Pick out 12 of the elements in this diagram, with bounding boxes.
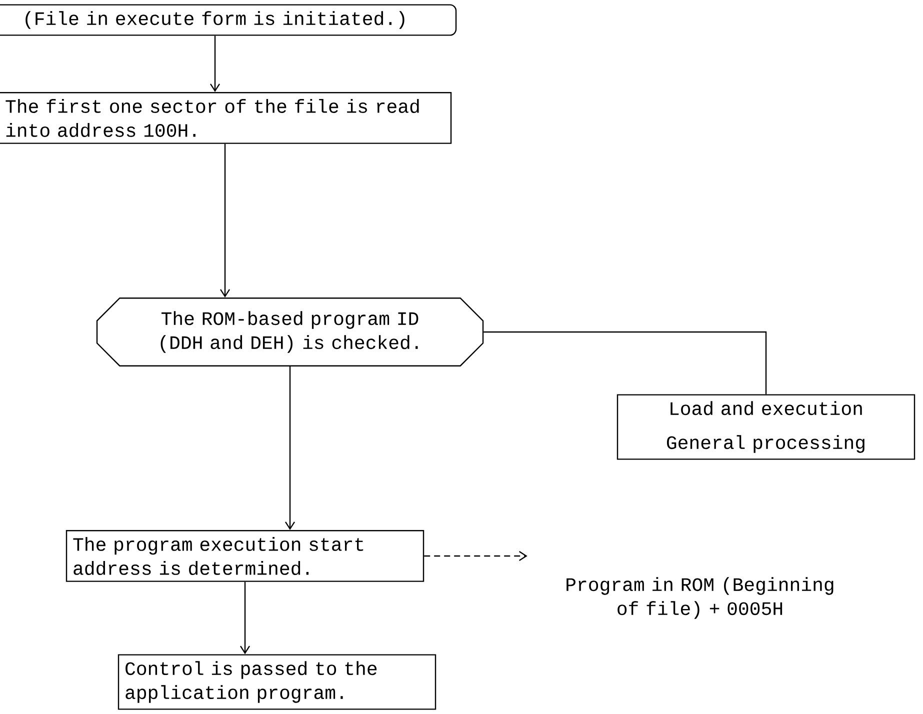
arrow	[220, 144, 230, 298]
process-box: Load and execution General processing	[616, 394, 916, 460]
arrow	[424, 550, 528, 561]
note-text: Program in ROM (Beginning of file) + 0005H	[566, 577, 834, 619]
process-box: Control is passed to the application program.	[118, 654, 436, 710]
process-box: The first one sector of the file is read into address 100H.	[0, 92, 452, 144]
arrow	[210, 36, 220, 92]
decision-hexagon: The ROM-based program ID (DDH and DEH) is checked.	[96, 298, 484, 366]
start-box: (File in execute form is initiated.)	[0, 4, 457, 36]
process-box: The program execution start address is determined.	[66, 530, 424, 582]
arrow	[240, 582, 250, 654]
arrow	[285, 366, 296, 530]
